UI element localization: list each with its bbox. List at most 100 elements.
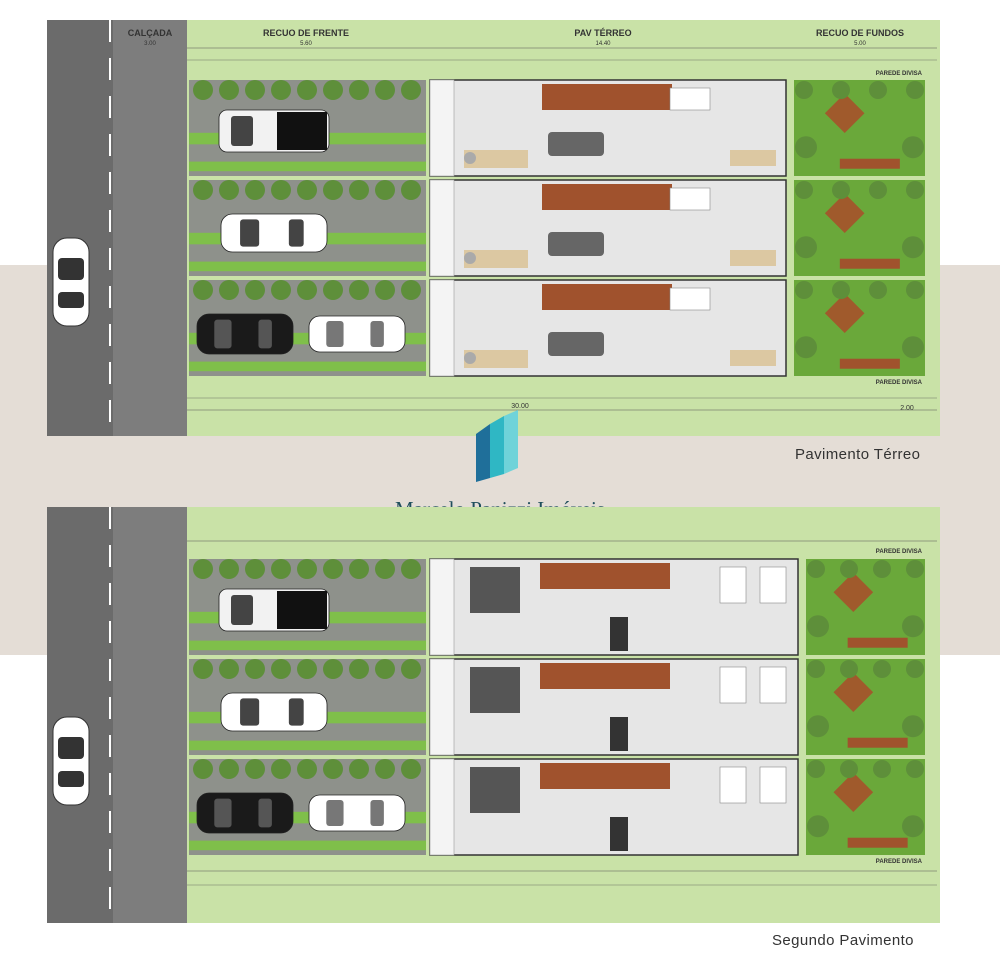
- shrub: [375, 759, 395, 779]
- tree: [873, 660, 891, 678]
- car-body: [308, 315, 406, 353]
- lot-1: [189, 658, 925, 756]
- shrub: [323, 559, 343, 579]
- shrub: [271, 659, 291, 679]
- car-rear-window: [288, 219, 304, 247]
- tree: [902, 815, 924, 838]
- shrub: [193, 80, 213, 100]
- wood-panel: [542, 284, 672, 310]
- counter: [730, 150, 776, 166]
- black-suv: [196, 792, 294, 834]
- sidewalk: [113, 507, 187, 923]
- shrub: [271, 559, 291, 579]
- shrub: [349, 759, 369, 779]
- patio-table: [824, 293, 865, 333]
- car-body: [220, 692, 328, 732]
- ground-header-labels: CALÇADA 3.00 RECUO DE FRENTE 5.60 PAV TÉ…: [128, 28, 904, 47]
- shrub: [323, 180, 343, 200]
- tree: [902, 715, 924, 738]
- label-front-setback-value: 5.60: [300, 41, 312, 47]
- shrub: [271, 280, 291, 300]
- truck-windshield: [231, 116, 253, 146]
- tree: [807, 660, 825, 678]
- upper-floor-drawing: PAREDE DIVISA PAREDE DIVISA: [47, 507, 940, 923]
- car-windshield: [240, 219, 260, 247]
- bathroom: [669, 287, 711, 311]
- grass-strip: [189, 811, 426, 824]
- side-corridor: [429, 79, 455, 177]
- dining-table: [548, 232, 604, 256]
- shrub: [349, 280, 369, 300]
- pickup-truck: [218, 109, 330, 153]
- tree: [807, 815, 829, 838]
- shrub: [271, 180, 291, 200]
- tree: [795, 136, 817, 159]
- car-body: [220, 213, 328, 253]
- shrub: [297, 759, 317, 779]
- truck-windshield: [231, 595, 253, 625]
- grass-strip: [189, 332, 426, 345]
- grass-strip: [189, 261, 426, 272]
- side-table: [464, 352, 476, 364]
- grass-strip: [189, 740, 426, 751]
- shrub: [349, 659, 369, 679]
- shrub: [271, 759, 291, 779]
- car-windshield: [214, 319, 232, 349]
- shrub: [349, 180, 369, 200]
- car-rear-window: [258, 319, 272, 349]
- shrub: [375, 659, 395, 679]
- pickup-truck: [218, 588, 330, 632]
- shrub: [297, 80, 317, 100]
- tree: [795, 81, 813, 99]
- shrub: [245, 180, 265, 200]
- shrub: [193, 280, 213, 300]
- tree: [902, 136, 924, 159]
- upper-dimension-lines: [187, 540, 937, 886]
- car-windshield: [326, 321, 344, 347]
- tree: [840, 760, 858, 778]
- lot-0: [189, 558, 925, 656]
- dining-table: [548, 132, 604, 156]
- garden-bench: [839, 258, 900, 269]
- truck-bed: [277, 112, 327, 150]
- shrub: [297, 559, 317, 579]
- bathroom: [669, 187, 711, 211]
- patio-table: [833, 772, 874, 812]
- shrub: [193, 759, 213, 779]
- shrub: [349, 559, 369, 579]
- wood-panel: [540, 663, 670, 689]
- side-corridor: [429, 179, 455, 277]
- shrub: [219, 280, 239, 300]
- grass-strip: [189, 640, 426, 651]
- shrub: [401, 80, 421, 100]
- garden-bench: [847, 737, 908, 748]
- label-front-setback: RECUO DE FRENTE: [263, 28, 349, 38]
- label-sidewalk: CALÇADA: [128, 28, 173, 38]
- ground-floor-drawing: CALÇADA 3.00 RECUO DE FRENTE 5.60 PAV TÉ…: [47, 20, 940, 436]
- car-body: [308, 794, 406, 832]
- wardrobe: [610, 817, 628, 851]
- road: [47, 20, 113, 436]
- grass-strip: [189, 161, 426, 172]
- wood-panel: [540, 763, 670, 789]
- tree: [906, 281, 924, 299]
- shrub: [193, 180, 213, 200]
- shrub: [219, 80, 239, 100]
- tree: [869, 81, 887, 99]
- label-rear-setback-value: 5.00: [854, 41, 866, 47]
- shrub: [193, 659, 213, 679]
- side-table: [464, 252, 476, 264]
- bed: [719, 766, 747, 804]
- white-sedan: [308, 794, 406, 832]
- shrub: [219, 759, 239, 779]
- tree: [840, 660, 858, 678]
- wall-label-bottom: PAREDE DIVISA: [876, 380, 923, 386]
- bed: [470, 767, 520, 813]
- white-sedan: [308, 315, 406, 353]
- ground-floor-plan: CALÇADA 3.00 RECUO DE FRENTE 5.60 PAV TÉ…: [47, 20, 940, 436]
- lot-0: [189, 79, 925, 177]
- label-rear-setback: RECUO DE FUNDOS: [816, 28, 904, 38]
- shrub: [245, 280, 265, 300]
- bed: [759, 766, 787, 804]
- rear-dimension-label: 2.00: [900, 405, 914, 412]
